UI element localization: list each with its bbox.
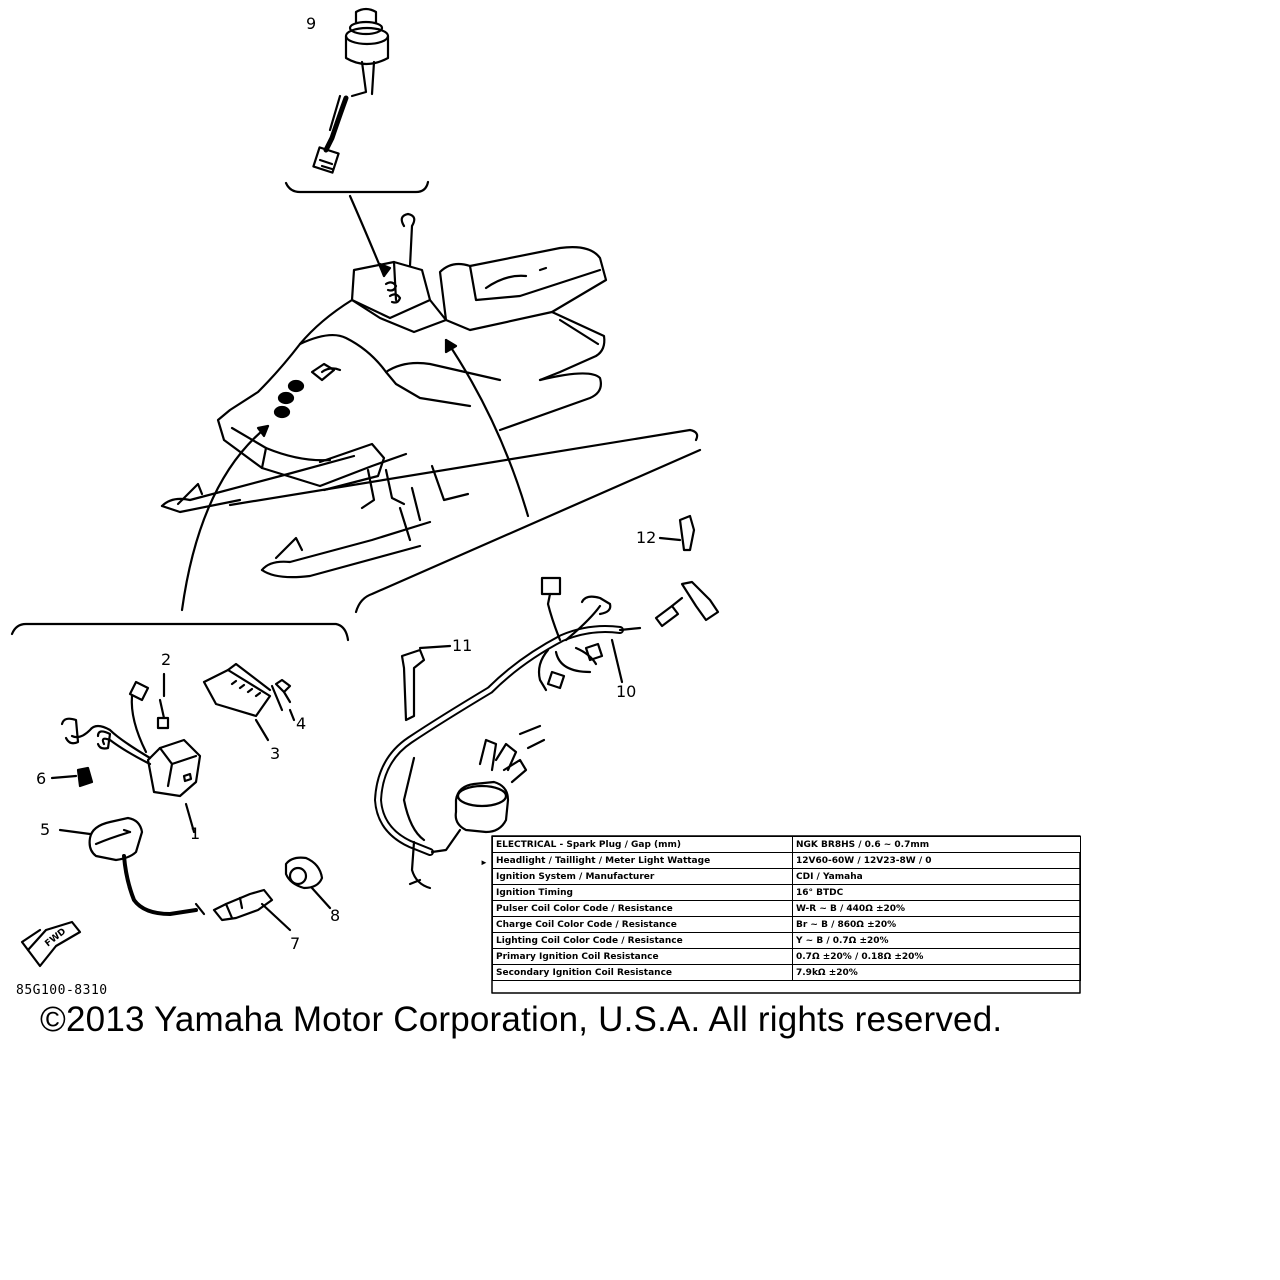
spec-table: ELECTRICAL - Spark Plug / Gap (mm)NGK BR… [492, 836, 1081, 981]
spec-item: Pulser Coil Color Code / Resistance [492, 900, 793, 917]
spec-table-body: ELECTRICAL - Spark Plug / Gap (mm)NGK BR… [492, 836, 1081, 981]
bracket-top [284, 180, 430, 194]
callout-3: 3 [270, 744, 281, 763]
spec-value: 16° BTDC [792, 884, 1081, 901]
bracket-left [10, 622, 350, 642]
wire-harness-group [374, 514, 720, 890]
spec-value: Br ~ B / 860Ω ±20% [792, 916, 1081, 933]
callout-8: 8 [330, 906, 341, 925]
callout-6: 6 [36, 769, 47, 788]
spec-row: Headlight / Taillight / Meter Light Watt… [492, 852, 1081, 869]
spec-value: 12V60-60W / 12V23-8W / 0 [792, 852, 1081, 869]
spec-row: ELECTRICAL - Spark Plug / Gap (mm)NGK BR… [492, 836, 1081, 853]
spec-item: Ignition Timing [492, 884, 793, 901]
spec-value: Y ~ B / 0.7Ω ±20% [792, 932, 1081, 949]
spec-item: Charge Coil Color Code / Resistance [492, 916, 793, 933]
drawing-code: 85G100-8310 [16, 983, 108, 998]
callout-9: 9 [306, 14, 317, 33]
spec-value: 0.7Ω ±20% / 0.18Ω ±20% [792, 948, 1081, 965]
main-switch-part [312, 7, 390, 174]
row-marker: ► [480, 858, 488, 867]
spec-item: Secondary Ignition Coil Resistance [492, 964, 793, 981]
cdi-unit-group [50, 662, 332, 932]
spec-item: Headlight / Taillight / Meter Light Watt… [492, 852, 793, 869]
callout-5: 5 [40, 820, 51, 839]
callout-12: 12 [636, 528, 657, 547]
spec-item: ELECTRICAL - Spark Plug / Gap (mm) [492, 836, 793, 853]
callout-10: 10 [616, 682, 637, 701]
callout-11: 11 [452, 636, 473, 655]
spec-value: CDI / Yamaha [792, 868, 1081, 885]
callout-2: 2 [161, 650, 172, 669]
snowmobile-body [160, 212, 608, 579]
spec-value: NGK BR8HS / 0.6 ~ 0.7mm [792, 836, 1081, 853]
spec-item: Primary Ignition Coil Resistance [492, 948, 793, 965]
spec-value: 7.9kΩ ±20% [792, 964, 1081, 981]
spec-value: W-R ~ B / 440Ω ±20% [792, 900, 1081, 917]
spec-item: Lighting Coil Color Code / Resistance [492, 932, 793, 949]
forward-arrow-icon [20, 920, 82, 968]
callout-7: 7 [290, 934, 301, 953]
callout-1: 1 [190, 824, 201, 843]
spec-item: Ignition System / Manufacturer [492, 868, 793, 885]
copyright-notice: ©2013 Yamaha Motor Corporation, U.S.A. A… [40, 1000, 1003, 1039]
callout-4: 4 [296, 714, 307, 733]
